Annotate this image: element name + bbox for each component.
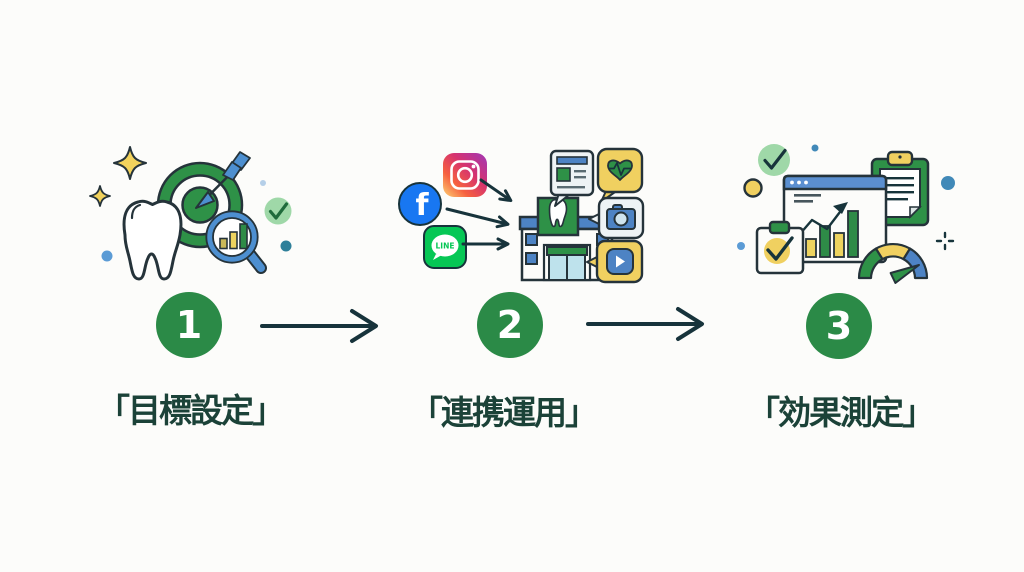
dot-blue-right <box>941 176 955 190</box>
check-circle-icon <box>264 197 292 225</box>
step-2-number: 2 <box>496 303 524 347</box>
heart-pulse-bubble-icon <box>596 147 644 203</box>
step-3-number-badge: 3 <box>806 293 872 359</box>
browser-analytics-icon <box>782 174 888 264</box>
check-circle-icon <box>758 144 790 176</box>
sparkle-icon <box>89 146 147 207</box>
dot-teal <box>280 240 292 252</box>
flow-arrow-2-icon <box>586 307 704 341</box>
flow-arrow-1-icon <box>260 309 378 343</box>
goal-setting-illustration <box>89 146 292 281</box>
step-1-number: 1 <box>175 303 203 347</box>
dart-arrow-icon <box>195 151 251 209</box>
video-bubble-icon <box>586 239 644 284</box>
step-1-label: 「目標設定」 <box>97 391 285 430</box>
clipboard-check-icon <box>755 220 805 275</box>
step-3-label: 「効果測定」 <box>747 393 935 432</box>
dot-blue <box>101 250 113 262</box>
dot-blue-left <box>737 242 745 250</box>
line-label: LINE <box>436 242 455 251</box>
effect-measurement-illustration <box>737 144 955 284</box>
facebook-icon: f <box>398 182 442 226</box>
sparkle-cross <box>935 231 955 251</box>
magnifier-bar-chart-icon <box>205 210 267 274</box>
news-bubble-icon <box>549 149 595 207</box>
instagram-icon <box>443 153 487 197</box>
step-2-number-badge: 2 <box>477 292 543 358</box>
gauge-icon <box>857 242 929 284</box>
line-icon: LINE <box>423 225 467 269</box>
step-3-number: 3 <box>825 304 853 348</box>
step-2-label: 「連携運用」 <box>410 393 598 432</box>
dot-yellow <box>743 178 763 198</box>
sns-operation-illustration: f LINE <box>398 147 645 284</box>
sns-to-clinic-arrows <box>445 178 513 251</box>
tooth-icon <box>122 199 183 281</box>
facebook-letter: f <box>415 188 429 223</box>
dot-blue-small <box>811 144 819 152</box>
camera-bubble-icon <box>588 196 645 240</box>
dot-lightblue <box>260 180 266 186</box>
step-1-number-badge: 1 <box>156 292 222 358</box>
